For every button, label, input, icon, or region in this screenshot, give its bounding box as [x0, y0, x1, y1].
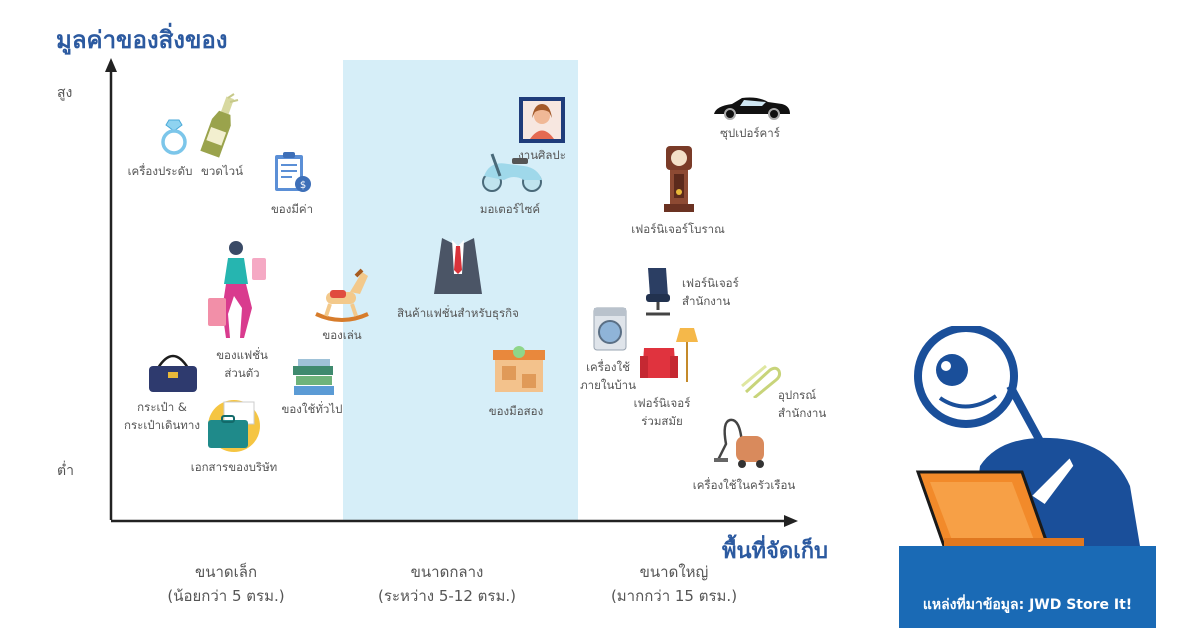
armchair-lamp-icon [640, 328, 698, 382]
label-supercar: ซุปเปอร์คาร์ [720, 126, 780, 140]
washing-machine-icon [593, 307, 627, 351]
label-jewelry: เครื่องประดับ [127, 164, 193, 178]
grandfather-clock-icon [664, 146, 694, 212]
category-small-range: (น้อยกว่า 5 ตรม.) [167, 587, 285, 605]
office-chair-icon [646, 268, 670, 316]
label-valuables: ของมีค่า [270, 202, 314, 216]
label-wine: ขวดไวน์ [201, 164, 243, 178]
scooter-icon [482, 153, 542, 192]
document-valuables-icon: $ [275, 152, 311, 192]
vacuum-cleaner-icon [714, 418, 764, 468]
source-box [899, 546, 1156, 628]
category-medium-range: (ระหว่าง 5-12 ตรม.) [378, 587, 516, 605]
label-antique-furniture: เฟอร์นิเจอร์โบราณ [631, 222, 725, 236]
label-motorcycle: มอเตอร์ไซค์ [479, 202, 541, 216]
y-tick-high: สูง [57, 85, 73, 101]
label-household-goods: เครื่องใช้ในครัวเรือน [692, 478, 796, 492]
label-toys: ของเล่น [322, 328, 362, 342]
label-contemporary-furniture: เฟอร์นิเจอร์ ร่วมสมัย [633, 396, 691, 428]
suit-icon [434, 238, 482, 294]
label-general-goods: ของใช้ทั่วไป [281, 402, 343, 416]
label-office-supplies: อุปกรณ์ สำนักงาน [778, 388, 827, 420]
category-large-name: ขนาดใหญ่ [639, 563, 709, 581]
category-medium: ขนาดกลาง (ระหว่าง 5-12 ตรม.) [378, 560, 516, 608]
label-personal-fashion: ของแฟชั่น ส่วนตัว [216, 348, 268, 380]
portrait-icon [519, 97, 565, 143]
label-office-furniture: เฟอร์นิเจอร์ สำนักงาน [682, 276, 739, 308]
svg-text:$: $ [300, 180, 306, 191]
label-business-fashion: สินค้าแฟชั่นสำหรับธุรกิจ [397, 306, 519, 320]
books-icon [293, 359, 334, 395]
source-label: แหล่งที่มาข้อมูล: JWD Store It! [922, 597, 1133, 613]
y-tick-low: ต่ำ [57, 463, 74, 479]
category-small-name: ขนาดเล็ก [194, 563, 258, 581]
category-large: ขนาดใหญ่ (มากกว่า 15 ตรม.) [611, 560, 737, 608]
wine-bottle-icon [200, 93, 239, 158]
label-second-hand: ของมือสอง [488, 404, 544, 418]
sports-car-icon [714, 97, 790, 120]
paperclip-icon [741, 364, 782, 398]
briefcase-documents-icon [208, 400, 260, 452]
secondhand-shop-icon [493, 346, 545, 392]
label-artwork: งานศิลปะ [518, 148, 566, 162]
mascot-laptop-illustration [914, 326, 1140, 546]
category-small: ขนาดเล็ก (น้อยกว่า 5 ตรม.) [167, 560, 284, 608]
y-axis-arrow [105, 58, 117, 72]
category-medium-name: ขนาดกลาง [410, 563, 484, 581]
label-company-documents: เอกสารของบริษัท [190, 460, 278, 474]
chart-title: มูลค่าของสิ่งของ [56, 26, 228, 54]
category-large-range: (มากกว่า 15 ตรม.) [610, 587, 738, 605]
label-bags-luggage: กระเป๋า & กระเป๋าเดินทาง [124, 400, 200, 432]
rocking-horse-icon [315, 268, 369, 322]
x-axis-title: พื้นที่จัดเก็บ [722, 539, 829, 564]
ring-icon [161, 119, 187, 155]
handbag-icon [149, 354, 197, 392]
x-axis-arrow [784, 515, 798, 527]
label-household-appliances: เครื่องใช้ ภายในบ้าน [580, 360, 636, 392]
shopping-woman-icon [208, 241, 266, 338]
